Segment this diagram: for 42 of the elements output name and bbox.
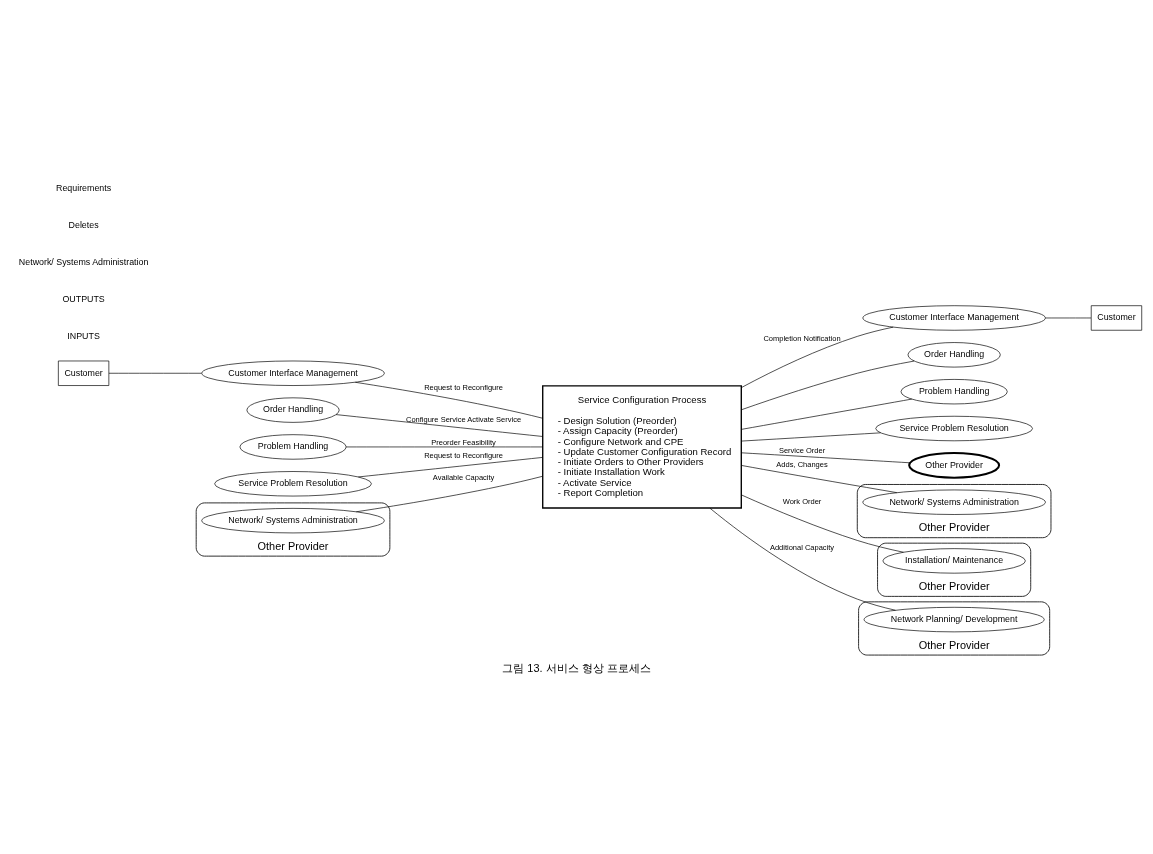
node-ellipse: Service Problem Resolution — [214, 470, 372, 496]
node-ellipse: Network Planning/ Development — [863, 606, 1045, 632]
node-ellipse: Other Provider — [908, 451, 1001, 479]
edge-label: Configure Service Activate Service — [406, 414, 522, 424]
node-ellipse: Order Handling — [246, 397, 340, 423]
node-ellipse: Network/ Systems Administration — [862, 489, 1046, 515]
connector — [357, 456, 543, 477]
edge-label: Preorder Feasibility — [431, 437, 496, 447]
label: Network/ Systems Administration — [18, 256, 149, 267]
connector — [741, 360, 915, 410]
edge-label: Completion Notification — [763, 333, 841, 343]
connector — [741, 451, 911, 463]
connector — [741, 464, 898, 493]
label: OUTPUTS — [62, 293, 105, 304]
node-ellipse: Network/ Systems Administration — [201, 507, 385, 533]
node-ellipse: Installation/ Maintenance — [882, 547, 1026, 574]
node-ellipse: Service Problem Resolution — [875, 415, 1033, 441]
node-ellipse: Problem Handling — [239, 433, 347, 460]
connector — [741, 398, 913, 430]
node-box: Customer — [1090, 304, 1143, 331]
edge-label: Request to Reconfigure — [424, 450, 503, 460]
connector — [741, 432, 881, 441]
label: Deletes — [68, 219, 99, 230]
node-ellipse: Customer Interface Management — [862, 304, 1046, 331]
edge-label: Additional Capacity — [769, 542, 835, 552]
edge-label: Request to Reconfigure — [424, 381, 503, 391]
label: INPUTS — [67, 330, 100, 341]
node-ellipse: Customer Interface Management — [201, 360, 385, 386]
connector — [740, 326, 894, 388]
node-ellipse: Problem Handling — [900, 378, 1008, 404]
label: Requirements — [56, 182, 112, 193]
node-ellipse: Order Handling — [907, 341, 1001, 367]
edge-label: Work Order — [782, 496, 822, 506]
edge-label: Available Capacity — [432, 472, 495, 482]
node-box: Service Configuration Process - Design Solution (Preorder) - Assign Capacity (Preorder) - Configure Network and CPE - Update Customer Configuration Record - Initiate Orders to Other Providers - Initiate Installation Work - Activate Service - Report Completion — [542, 384, 742, 509]
caption: 그림 13. 서비스 형상 프로세스 — [502, 661, 651, 674]
node-box: Customer — [58, 360, 110, 386]
connector — [355, 381, 544, 419]
connector — [345, 446, 543, 447]
edge-label: Service Order — [778, 445, 826, 455]
edge-label: Adds, Changes — [776, 459, 828, 469]
connector — [335, 413, 543, 437]
